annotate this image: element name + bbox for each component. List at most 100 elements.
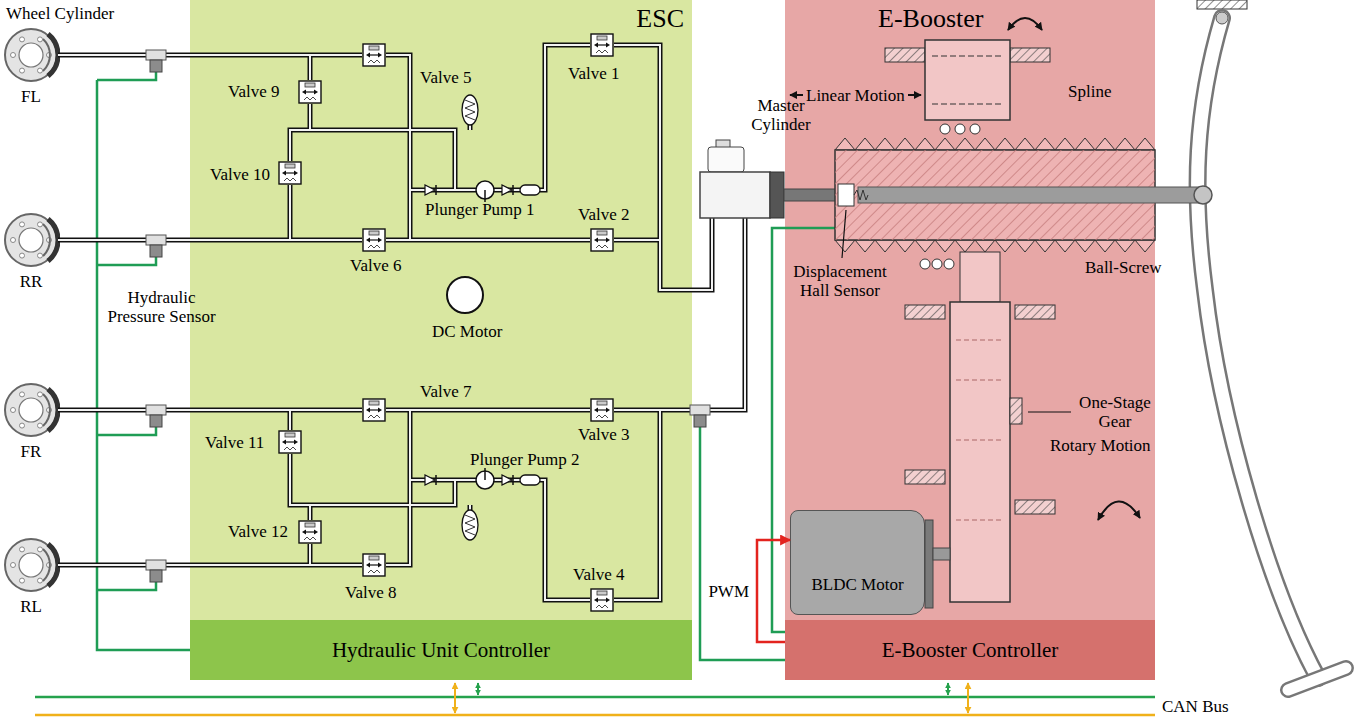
label-anchor: Valve 1: [568, 64, 619, 83]
part-label: Valve 7: [420, 382, 471, 401]
label-anchor: Valve 8: [345, 583, 396, 602]
part-label: Linear Motion: [806, 86, 905, 105]
wheel-graphic: [38, 37, 43, 42]
wheel-label: RL: [2, 597, 60, 616]
label-anchor: Spline: [1068, 82, 1111, 101]
brake-pedal: [1197, 0, 1346, 690]
solenoid-valve: [363, 229, 385, 251]
gear-assembly: [1015, 305, 1055, 319]
sensor-wire: [97, 582, 156, 590]
label-anchor: CAN Bus: [1162, 697, 1229, 716]
plunger-pump: [520, 475, 540, 485]
wheel-graphic: [20, 392, 25, 397]
gear-assembly: [1028, 411, 1071, 412]
plunger-pump: [520, 185, 540, 195]
master-cylinder: [700, 140, 836, 218]
sensor-wire: [97, 72, 846, 660]
gear-assembly: [944, 259, 954, 269]
gear-assembly: [1015, 500, 1055, 514]
accumulator: [462, 95, 478, 125]
controller-box: Hydraulic Unit Controller: [190, 620, 692, 680]
sensor-wire: [97, 80, 190, 650]
label-anchor: Rotary Motion: [1050, 436, 1151, 455]
ball-screw-nut: [835, 138, 1155, 150]
wheel-graphic: [38, 253, 43, 258]
wheel-graphic: [38, 578, 43, 583]
label-anchor: Linear Motion: [806, 86, 905, 105]
edge-label-anchor: PWM: [706, 582, 751, 601]
panel-title: E-Booster: [785, 0, 1155, 34]
can-bus: [35, 714, 1155, 717]
part-label: One-Stage Gear: [1075, 393, 1155, 431]
can-bus: [947, 683, 949, 695]
solenoid-valve: [279, 34, 613, 611]
spline-assembly: [970, 124, 980, 134]
wheel-graphic: [19, 43, 43, 67]
label-anchor: Valve 4: [573, 565, 624, 584]
gear-assembly: [1098, 501, 1140, 520]
spline-assembly: [885, 48, 925, 62]
pressure-sensor: [146, 560, 166, 570]
wheel-graphic: [20, 423, 25, 428]
plunger-pump: [484, 468, 486, 480]
wheel-label: FL: [2, 87, 60, 106]
brake-pedal: [1198, 18, 1318, 678]
accumulator: [462, 95, 478, 540]
wheel-graphic: [20, 578, 25, 583]
solenoid-valve: [279, 162, 301, 184]
master-cylinder: [700, 172, 770, 218]
pressure-sensor: [146, 50, 710, 582]
spline-assembly: [940, 124, 950, 134]
part-label: Valve 4: [573, 565, 624, 584]
spline-assembly: [925, 40, 1010, 120]
pressure-sensor: [146, 405, 166, 415]
plunger-pump: [425, 185, 436, 195]
accumulator: [465, 100, 475, 120]
push-rod: [858, 186, 1212, 204]
rotation-arrow: [1008, 18, 1042, 30]
wheel-cylinder: FR: [2, 381, 60, 461]
part-label: Valve 1: [568, 64, 619, 83]
gear-assembly: [1010, 398, 1022, 424]
ball-screw-nut: [835, 138, 1155, 252]
wheel-graphic: [38, 68, 43, 73]
wheel-graphic: [20, 222, 25, 227]
hall-sensor: [838, 184, 854, 206]
label-anchor: Plunger Pump 2: [470, 450, 580, 469]
pressure-sensor: [150, 415, 162, 427]
linear-motion-arrow: [908, 94, 921, 96]
pressure-sensor: [690, 405, 710, 415]
label-anchor: Ball-Screw: [1085, 258, 1161, 277]
gear-assembly: [950, 302, 1010, 602]
label-anchor: Valve 2: [578, 205, 629, 224]
spline-assembly: [955, 124, 965, 134]
part-label: Valve 5: [420, 68, 471, 87]
wheel-graphic: [2, 536, 60, 594]
solenoid-valve: [299, 521, 321, 543]
spline-assembly: [885, 40, 1050, 134]
part-label: Displacement Hall Sensor: [790, 262, 890, 300]
part-label: Plunger Pump 1: [425, 200, 535, 219]
part-label: Valve 9: [228, 82, 279, 101]
sensor-wire: [97, 257, 156, 265]
part-label: Valve 12: [228, 522, 288, 541]
gear-assembly: [932, 259, 942, 269]
label-anchor: Valve 3: [578, 425, 629, 444]
part-label: Valve 8: [345, 583, 396, 602]
label-anchor: Valve 11: [205, 433, 264, 452]
controller-box: E-Booster Controller: [785, 620, 1155, 680]
part-label: Wheel Cylinder: [6, 4, 114, 23]
plunger-pump: [476, 471, 494, 489]
label-anchor: Master Cylinder: [748, 96, 814, 134]
wheel-cylinder: RR: [2, 211, 60, 291]
pressure-sensor: [150, 570, 162, 582]
solenoid-valve: [363, 399, 385, 421]
ball-screw-nut: [835, 150, 1155, 240]
solenoid-valve: [591, 399, 613, 421]
panel-title: ESC: [190, 0, 692, 34]
wheel-graphic: [20, 253, 25, 258]
label-anchor: One-Stage Gear: [1075, 393, 1155, 431]
spline-assembly: [1010, 48, 1050, 62]
